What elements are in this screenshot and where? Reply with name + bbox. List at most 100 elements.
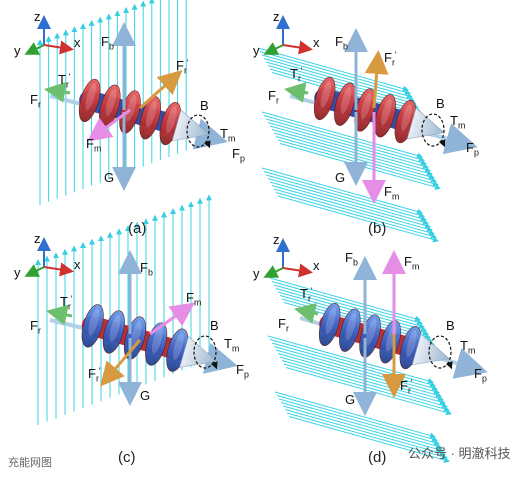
tm-label: Tm xyxy=(450,113,465,131)
tr-arrow xyxy=(284,82,309,103)
x-axis-label: x xyxy=(313,258,320,273)
tr-label: Tr' xyxy=(300,286,313,304)
helix-highlight xyxy=(105,88,117,116)
tr-label: Tr' xyxy=(290,66,303,84)
helix-highlight xyxy=(345,312,357,340)
z-axis-label: z xyxy=(34,231,41,246)
b-label: B xyxy=(446,318,455,333)
fm-label: Fm xyxy=(86,136,101,154)
helix-coil xyxy=(374,94,396,138)
field-line xyxy=(259,51,411,96)
field-line xyxy=(265,118,427,166)
helix-tip xyxy=(171,109,210,142)
z-axis-label: z xyxy=(273,9,280,24)
field-line xyxy=(284,409,446,456)
field-line xyxy=(267,122,429,169)
caption-c: (c) xyxy=(118,449,136,466)
x-axis-arrow xyxy=(43,262,74,277)
caption-d: (d) xyxy=(368,449,386,466)
x-axis-arrow xyxy=(282,263,313,278)
field-line xyxy=(271,129,433,176)
g-label: G xyxy=(140,388,150,403)
field-line xyxy=(282,405,444,453)
helix-highlight xyxy=(380,98,392,126)
fb-label: Fb xyxy=(335,34,348,52)
field-line xyxy=(273,132,435,180)
helical-microrobot xyxy=(313,76,445,144)
fr-label: Fr xyxy=(30,92,41,110)
field-line xyxy=(271,185,433,232)
fr-prime-label: Fr' xyxy=(176,58,189,76)
y-axis-label: y xyxy=(14,43,21,58)
helix-coil xyxy=(78,78,101,123)
field-line xyxy=(261,167,423,215)
helix-highlight xyxy=(340,86,352,114)
fp-label: Fp xyxy=(474,366,487,384)
field-line xyxy=(278,398,440,446)
tm-label: Tm xyxy=(224,336,239,354)
field-line xyxy=(280,402,442,449)
y-axis-label: y xyxy=(14,265,21,280)
fp-label: Fp xyxy=(236,362,249,380)
helical-microrobot xyxy=(318,302,450,370)
field-line xyxy=(273,346,440,395)
tr-arrow xyxy=(294,303,319,324)
x-axis-arrow xyxy=(43,40,74,55)
field-line xyxy=(275,349,442,398)
helix-highlight xyxy=(85,83,97,111)
field-line xyxy=(263,115,425,162)
helix-highlight xyxy=(130,320,142,348)
fr-prime-label: Fr' xyxy=(384,50,397,68)
y-axis-arrow xyxy=(24,42,45,55)
helix-coil xyxy=(339,308,361,352)
b-rotation-indicator xyxy=(193,335,217,369)
b-rotation-indicator xyxy=(428,335,452,369)
helix-highlight xyxy=(166,106,177,134)
fb-label: Fb xyxy=(345,250,358,268)
b-rotation-indicator xyxy=(421,113,445,147)
field-line xyxy=(277,139,439,187)
helix-highlight xyxy=(325,307,337,335)
watermark-left: 充能网图 xyxy=(8,455,52,469)
fr-prime-arrow xyxy=(100,339,142,387)
fm-arrow xyxy=(149,302,195,336)
field-line xyxy=(276,395,438,442)
field-line xyxy=(286,412,448,460)
helix-highlight xyxy=(406,330,417,358)
z-axis-label: z xyxy=(273,232,280,247)
field-line xyxy=(265,174,427,222)
x-axis-label: x xyxy=(313,35,320,50)
fr-prime-arrow xyxy=(364,50,389,109)
b-rotation-indicator-arrowhead xyxy=(203,140,211,149)
helical-microrobot xyxy=(81,304,218,372)
g-label: G xyxy=(345,392,355,407)
b-rotation-indicator-arrowhead xyxy=(210,361,218,370)
fm-arrow xyxy=(87,108,131,142)
tr-label: Tr' xyxy=(58,72,71,90)
field-line xyxy=(271,342,438,391)
b-rotation-indicator-arrowhead xyxy=(438,139,446,148)
helix-highlight xyxy=(320,81,332,109)
tm-label: Tm xyxy=(460,338,475,356)
helix-coil xyxy=(139,96,161,140)
helix-highlight xyxy=(125,94,137,122)
helix-highlight xyxy=(151,326,163,354)
helix-tip xyxy=(179,336,218,368)
g-label: G xyxy=(104,170,114,185)
helix-highlight xyxy=(365,318,377,346)
field-line xyxy=(273,188,435,236)
fr-prime-arrow xyxy=(138,69,183,110)
fp-label: Fp xyxy=(466,140,479,158)
helix-highlight xyxy=(145,100,157,128)
b-label: B xyxy=(200,98,209,113)
caption-b: (b) xyxy=(368,220,386,237)
tr-arrow xyxy=(46,304,73,326)
helix-coil xyxy=(318,302,341,347)
field-line xyxy=(273,284,425,329)
b-label: B xyxy=(436,96,445,111)
fr-prime-label: Fr' xyxy=(400,378,413,396)
fp-label: Fp xyxy=(232,146,245,164)
x-axis-label: x xyxy=(74,257,81,272)
